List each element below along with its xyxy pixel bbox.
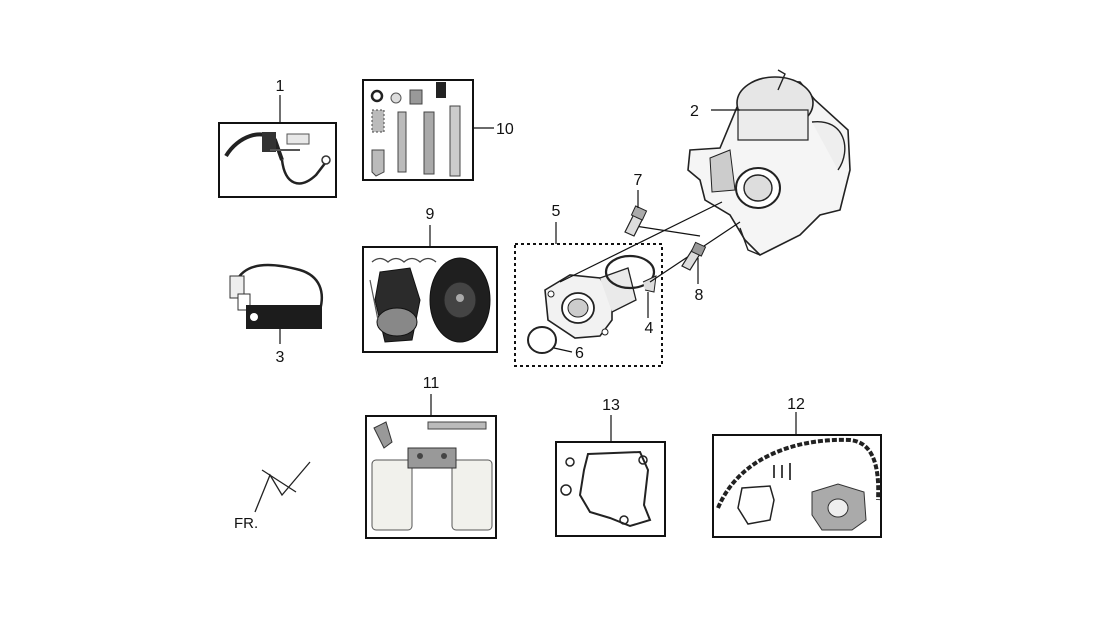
callout-3: 3 [276,349,285,366]
part-3-illustration [229,263,324,329]
part-6-leader [553,347,573,353]
part-7-group: 7 [624,172,648,237]
part-13-group: 13 [555,397,666,537]
part-8-illustration [681,241,707,271]
part-13-box [555,441,666,537]
part-5-illustration [544,267,637,339]
part-10-group: 10 [362,79,514,181]
direction-arrow-icon [254,461,311,513]
part-7-illustration [624,205,648,237]
part-1-box [218,122,337,198]
callout-13: 13 [602,397,620,414]
callout-11: 11 [423,375,440,392]
callout-4: 4 [645,320,654,337]
part-11-group: 11 [365,375,497,539]
part-10-illustration [370,82,461,177]
part-11-illustration [371,421,493,531]
part-2-group: 2 [687,69,851,256]
part-9-group: 9 [362,206,498,353]
assembly-line-bolt [634,225,701,237]
part-5-group: 5 4 6 [514,203,663,367]
part-5-dashed-box [514,243,663,367]
assembly-lines [559,201,741,283]
part-3-group: 3 [229,263,324,366]
callout-7: 7 [634,172,643,189]
callout-9: 9 [426,206,435,223]
direction-label: FR. [234,515,258,532]
callout-6: 6 [575,345,584,362]
part-12-group: 12 [712,396,882,538]
callout-12: 12 [787,396,805,413]
callout-2: 2 [690,103,699,120]
direction-indicator: FR. [234,461,311,532]
callout-5: 5 [552,203,561,220]
part-13-illustration [560,450,652,528]
part-1-illustration [224,132,331,185]
part-12-illustration [716,437,881,531]
callout-1: 1 [276,78,285,95]
assembly-line-upper [559,201,723,283]
part-2-illustration [687,69,851,256]
part-1-group: 1 [218,78,337,198]
callout-8: 8 [695,287,704,304]
part-8-group: 8 [681,241,707,304]
part-6-illustration [527,326,557,354]
part-9-illustration [369,257,491,343]
callout-10: 10 [496,121,514,138]
direction-arrow-cross [261,469,297,493]
